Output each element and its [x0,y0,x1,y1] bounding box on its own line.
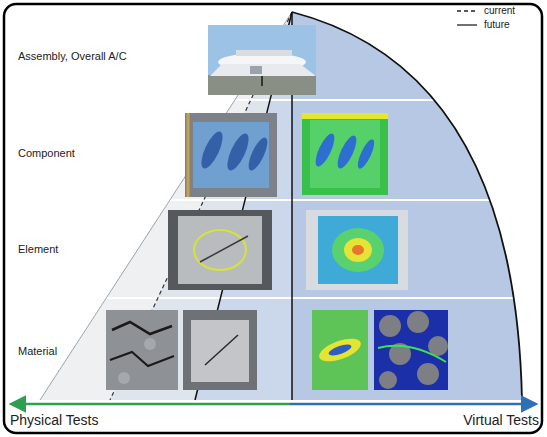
legend-entry: current [456,5,515,16]
material-simulation-image [312,310,368,390]
pyramid-regions [0,12,547,400]
aircraft-photo [208,25,316,95]
axis-label: Physical Tests [10,412,98,428]
frame [4,4,542,433]
pyramid-edge [40,12,292,400]
legend-text: future [484,19,510,30]
material-specimen-photo [183,310,257,390]
level-label: Element [18,243,58,255]
component-simulation-image [302,113,388,195]
legend-line-sample [456,6,478,16]
element-simulation-image [306,210,408,290]
component-test-photo [185,113,277,197]
level-label: Assembly, Overall A/C [18,50,127,62]
legend-entry: future [456,19,510,30]
legend-text: current [484,5,515,16]
element-test-photo [168,210,272,290]
material-micrograph-photo [106,310,178,390]
level-label: Material [18,345,57,357]
physical-axis-arrow [12,403,290,406]
level-label: Component [18,147,75,159]
virtual-axis-arrow [290,403,535,406]
legend-line-sample [456,20,478,30]
material-micromodel-image [374,310,448,390]
virtual-curve [292,12,522,400]
axis-label: Virtual Tests [463,412,539,428]
